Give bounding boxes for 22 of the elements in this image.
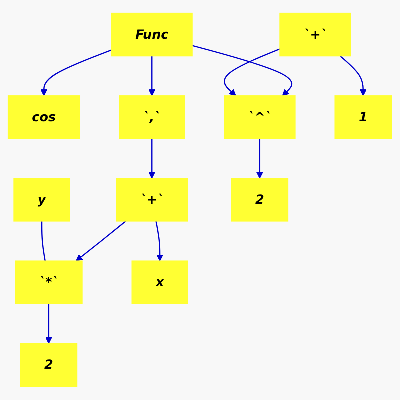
- arrow: [192, 45, 293, 96]
- arrow: [256, 138, 264, 179]
- node-box: 1: [334, 96, 392, 140]
- node-box: 2: [231, 178, 289, 222]
- connector: [41, 221, 46, 262]
- node-box: `*`: [15, 260, 83, 304]
- arrow: [156, 221, 164, 262]
- arrow: [148, 138, 156, 179]
- arrow: [45, 304, 52, 344]
- node-box: 2: [20, 343, 78, 388]
- arrow: [76, 220, 126, 262]
- node-box: `^`: [224, 96, 296, 140]
- node-box: `+`: [116, 178, 188, 222]
- node-box: Func: [111, 12, 193, 57]
- arrow: [224, 48, 280, 96]
- node-box: `,`: [119, 96, 186, 140]
- arrow: [340, 56, 367, 96]
- node-box: y: [14, 178, 70, 222]
- node-box: cos: [8, 96, 80, 140]
- arrow: [40, 50, 112, 96]
- arrow: [148, 56, 156, 96]
- node-box: `+`: [280, 12, 352, 57]
